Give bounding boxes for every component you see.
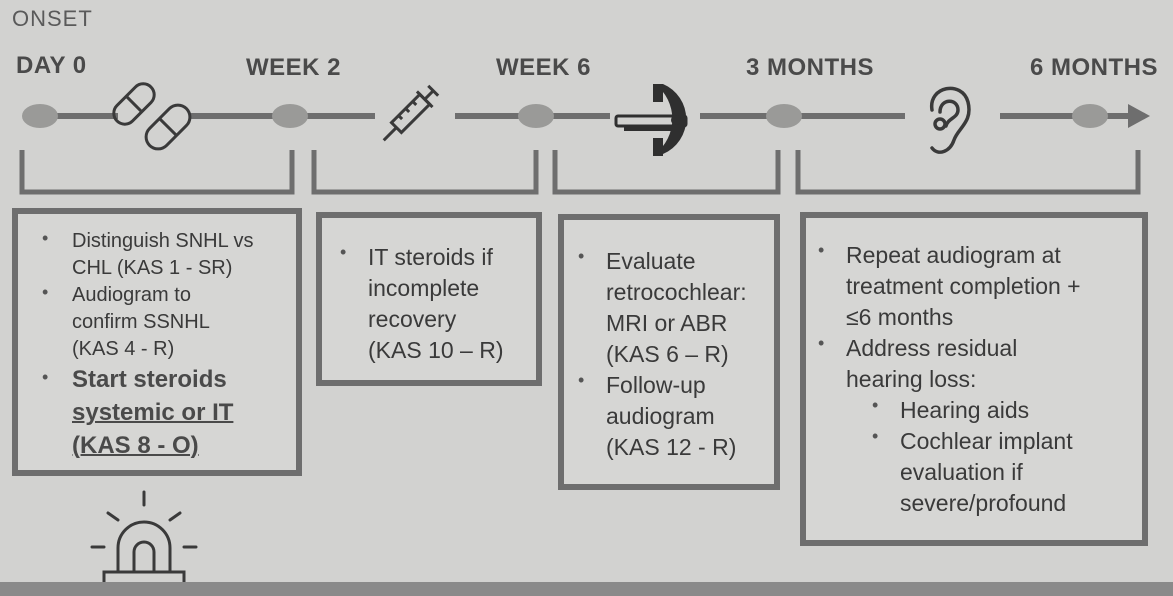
node-week-2 (272, 104, 308, 128)
box-week6-3months: • Evaluate retrocochlear: MRI or ABR (KA… (558, 214, 780, 490)
milestone-week-6: WEEK 6 (496, 54, 592, 81)
bracket-week2-week6 (311, 150, 539, 195)
item-evaluate-line1: Evaluate (606, 248, 696, 274)
item-address-residual-line1: Address residual (846, 335, 1018, 361)
timeline-arrowhead (1128, 104, 1150, 128)
bullet-marker: • (578, 370, 585, 390)
node-week-6 (518, 104, 554, 128)
item-followup-line2: audiogram (606, 403, 715, 429)
bracket-3months-6months (795, 150, 1141, 195)
bracket-week6-3months (552, 150, 781, 195)
subitem-cochlear-implant-line2: evaluation if (900, 459, 1023, 485)
item-repeat-audiogram-line3: ≤6 months (846, 304, 954, 330)
item-followup-line1: Follow-up (606, 372, 706, 398)
syringe-icon (382, 84, 440, 142)
box-day0-week2: • Distinguish SNHL vs CHL (KAS 1 - SR) •… (12, 208, 302, 476)
bullet-marker: • (872, 395, 879, 415)
item-audiogram-line2: confirm SSNHL (72, 311, 210, 333)
node-day-0 (22, 104, 58, 128)
item-repeat-audiogram-line1: Repeat audiogram at (846, 242, 1061, 268)
milestone-3-months: 3 MONTHS (746, 54, 875, 81)
item-repeat-audiogram-line2: treatment completion + (846, 273, 1081, 299)
milestone-day-0: DAY 0 (16, 52, 87, 79)
bullet-marker: • (42, 282, 49, 302)
item-followup-line3: (KAS 12 - R) (606, 434, 737, 460)
item-it-steroids-line1: IT steroids if (368, 244, 493, 270)
item-it-steroids-line4: (KAS 10 – R) (368, 337, 504, 363)
item-distinguish-line1: Distinguish SNHL vs (72, 230, 254, 252)
item-it-steroids-line3: recovery (368, 306, 457, 332)
alarm-siren-icon (90, 490, 198, 588)
box-3months-6months: • Repeat audiogram at treatment completi… (800, 212, 1148, 546)
bullet-marker: • (42, 228, 49, 248)
bullet-marker: • (42, 367, 49, 387)
node-3-months (766, 104, 802, 128)
item-start-steroids-line2: systemic or IT (72, 399, 234, 426)
onset-label: ONSET (12, 6, 93, 31)
milestone-week-2: WEEK 2 (246, 54, 342, 81)
bullet-marker: • (872, 426, 879, 446)
item-audiogram-line1: Audiogram to (72, 284, 191, 306)
box-week2-week6: • IT steroids if incomplete recovery (KA… (316, 212, 542, 386)
mri-scanner-icon (614, 84, 688, 156)
item-it-steroids-line2: incomplete (368, 275, 480, 301)
timeline-brackets (19, 150, 1141, 195)
item-distinguish-line2: CHL (KAS 1 - SR) (72, 257, 233, 279)
milestone-6-months: 6 MONTHS (1030, 54, 1159, 81)
item-start-steroids-line1: Start steroids (72, 366, 227, 393)
subitem-hearing-aids: Hearing aids (900, 397, 1030, 423)
timeline-nodes (22, 104, 1108, 128)
node-6-months (1072, 104, 1108, 128)
bullet-marker: • (818, 240, 825, 260)
subitem-cochlear-implant-line1: Cochlear implant (900, 428, 1073, 454)
subitem-cochlear-implant-line3: severe/profound (900, 490, 1067, 516)
bracket-day0-week2 (19, 150, 295, 195)
bottom-bar (0, 582, 1173, 596)
item-evaluate-line2: retrocochlear: (606, 279, 747, 305)
ear-icon (930, 86, 971, 154)
pills-icon (112, 82, 192, 151)
bullet-marker: • (340, 242, 347, 262)
bullet-marker: • (578, 246, 585, 266)
item-evaluate-line3: MRI or ABR (606, 310, 728, 336)
item-address-residual-line2: hearing loss: (846, 366, 977, 392)
item-audiogram-line3: (KAS 4 - R) (72, 338, 175, 360)
item-evaluate-line4: (KAS 6 – R) (606, 341, 729, 367)
bullet-marker: • (818, 333, 825, 353)
item-start-steroids-line3: (KAS 8 - O) (72, 432, 199, 459)
